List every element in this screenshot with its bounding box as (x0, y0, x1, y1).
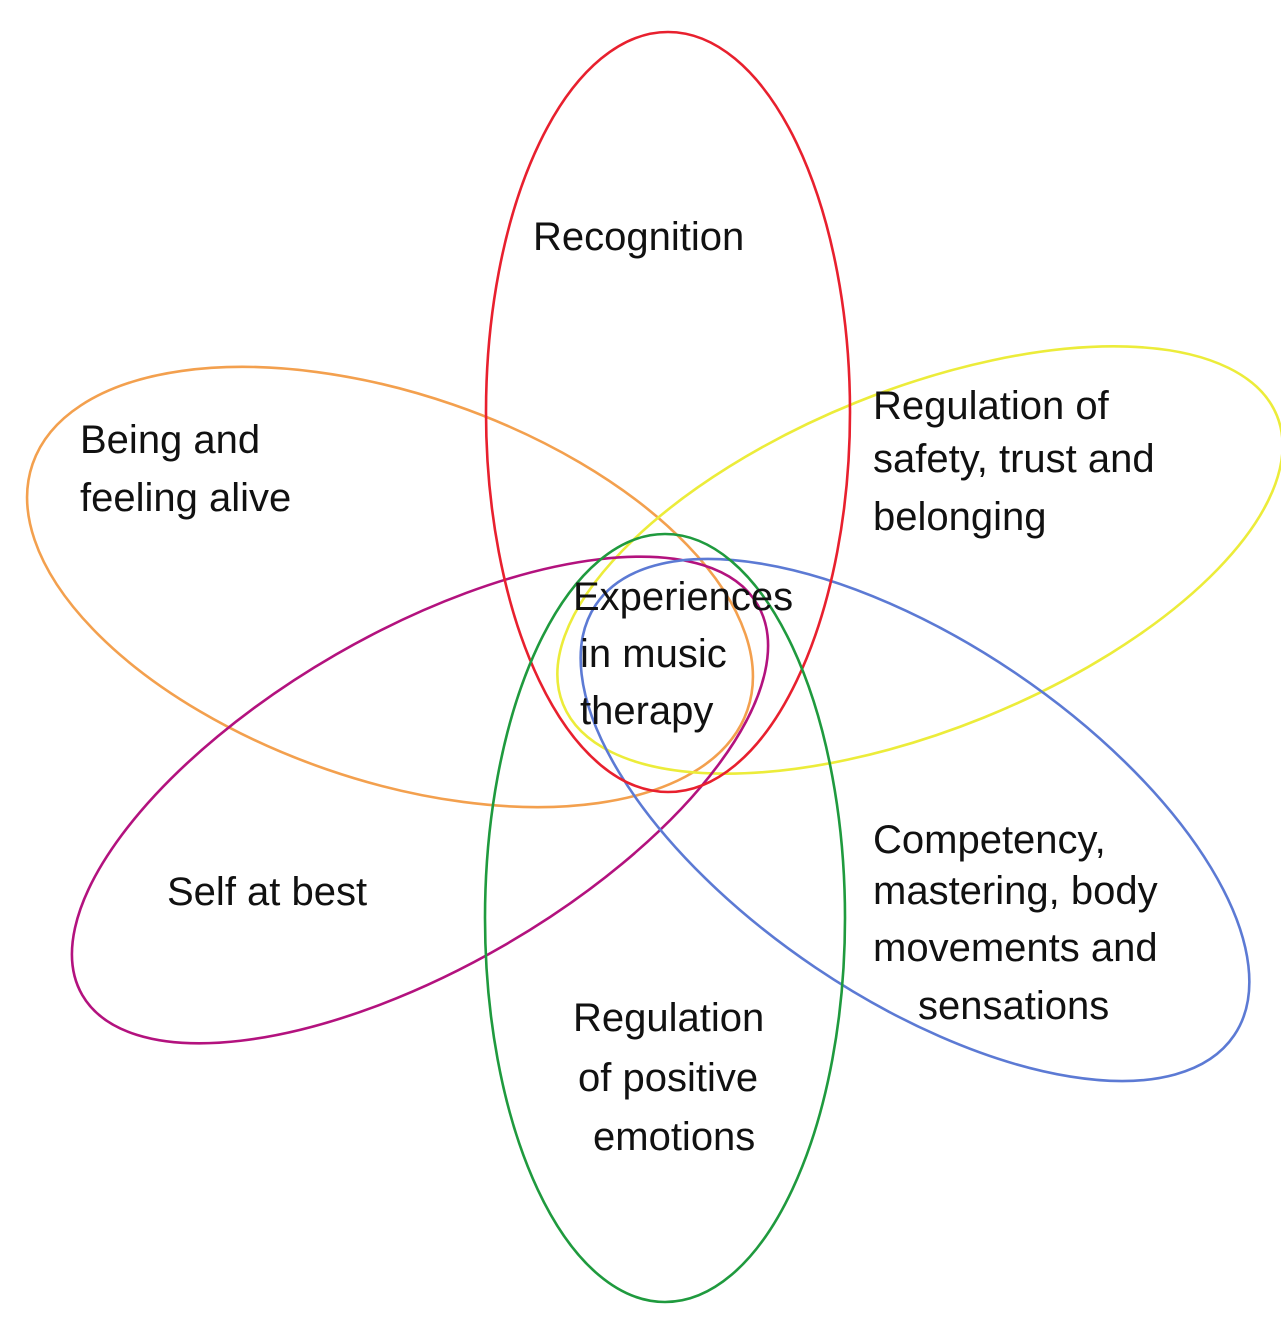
petal-competency (579, 557, 1251, 1083)
petal-self-at-best (70, 555, 770, 1045)
petal-recognition (484, 30, 852, 794)
label-safety-trust-belonging: Regulation of safety, trust and belongin… (873, 384, 1155, 539)
label-regulation-positive-emotions: Regulation of positive emotions (573, 996, 764, 1159)
petal-safety-trust-belonging (556, 345, 1281, 775)
petal-label-line: of positive (578, 1056, 758, 1100)
center-line: Experiences (573, 575, 793, 619)
label-competency: Competency, mastering, body movements an… (873, 818, 1158, 1028)
petal-label-line: sensations (918, 984, 1109, 1028)
petal-label-line: belonging (873, 495, 1047, 539)
label-being-alive: Being and feeling alive (80, 418, 291, 520)
petal-label-line: Competency, (873, 818, 1106, 862)
center-label: Experiences in music therapy (573, 575, 793, 733)
petal-label-line: feeling alive (80, 476, 291, 520)
center-line: therapy (580, 689, 713, 733)
center-line: in music (580, 632, 727, 676)
petal-label-line: movements and (873, 926, 1158, 970)
petal-being-alive (25, 365, 755, 809)
petal-label-line: mastering, body (873, 869, 1158, 913)
label-self-at-best: Self at best (167, 870, 367, 914)
petal-label-line: Being and (80, 418, 260, 462)
petal-label-line: Regulation of (873, 384, 1110, 428)
petal-label-line: safety, trust and (873, 437, 1155, 481)
petal-regulation-positive-emotions (483, 532, 847, 1304)
petal-label-line: Recognition (533, 215, 744, 259)
petal-label-line: emotions (593, 1115, 755, 1159)
label-recognition: Recognition (533, 215, 744, 259)
petal-label-line: Self at best (167, 870, 367, 914)
petal-label-line: Regulation (573, 996, 764, 1040)
